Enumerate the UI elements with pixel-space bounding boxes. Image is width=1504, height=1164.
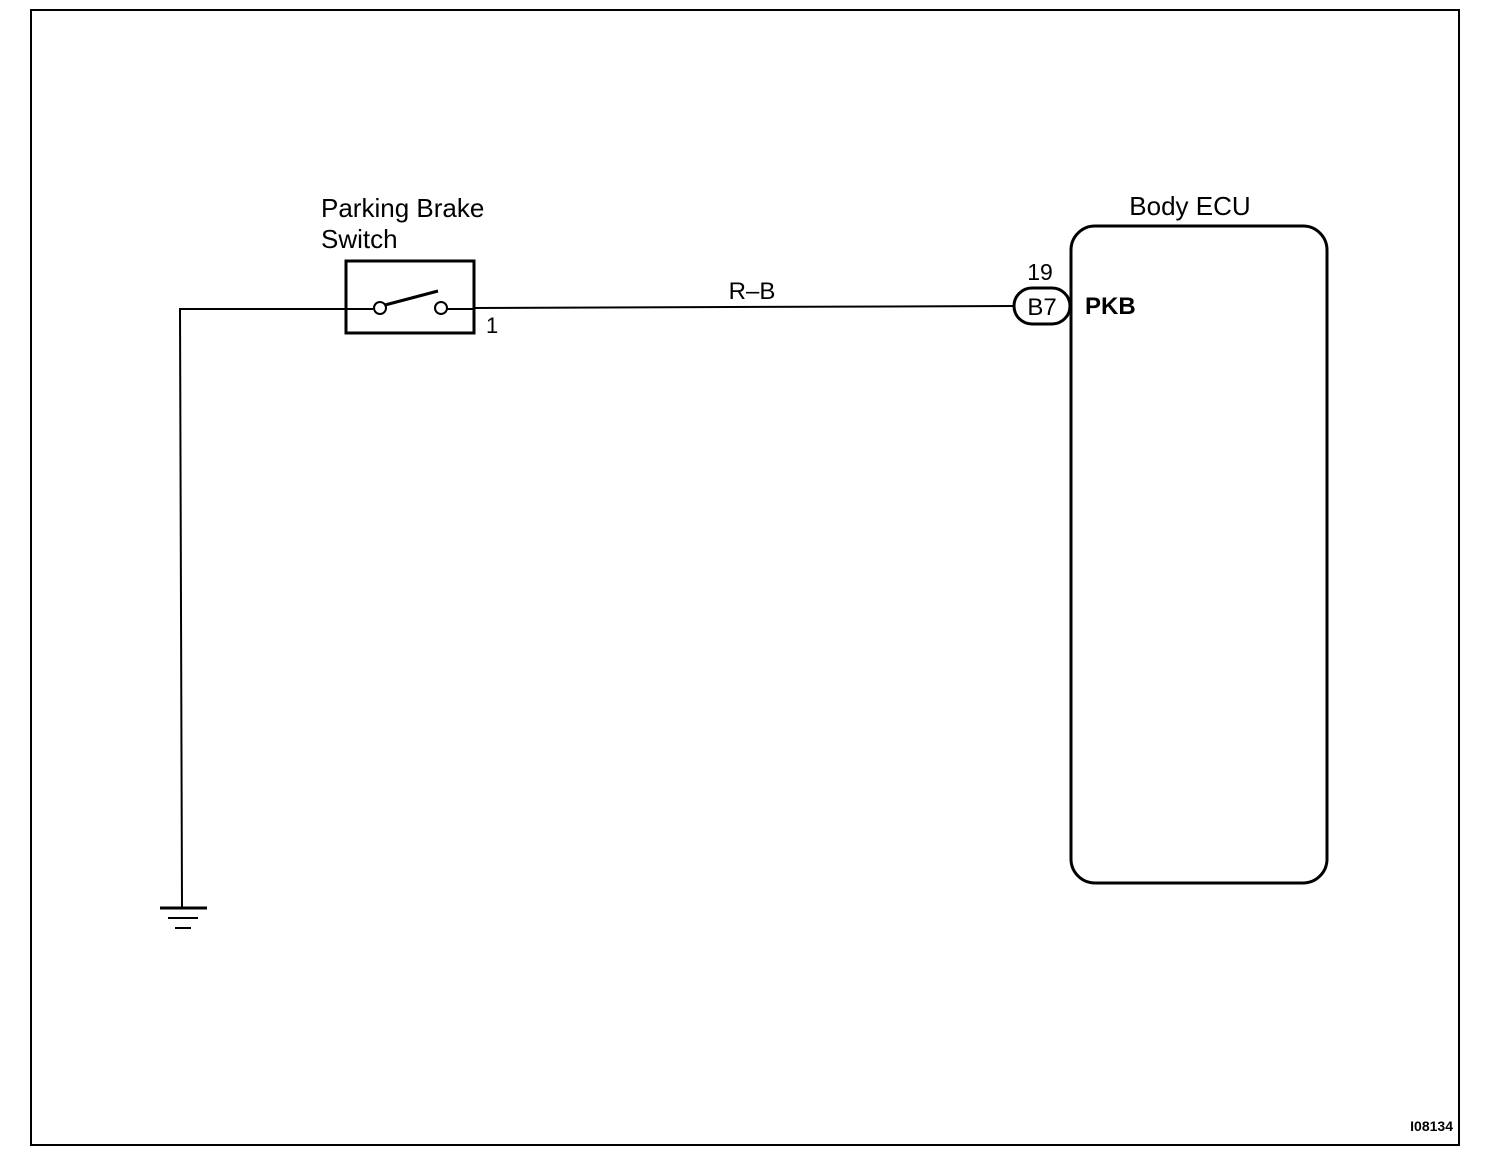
body-ecu-box (1069, 224, 1329, 885)
ground-wire (178, 308, 350, 908)
switch-name-line1: Parking Brake (321, 193, 484, 223)
signal-wire (473, 305, 1015, 309)
connector-id: B7 (1027, 294, 1056, 321)
connector-badge (1012, 286, 1072, 326)
ecu-terminal-label: PKB (1085, 293, 1136, 320)
ecu-name: Body ECU (1129, 191, 1250, 221)
switch-contact-right (434, 301, 448, 315)
connector-pin-number: 19 (1027, 259, 1053, 285)
figure-id: I08134 (1410, 1118, 1453, 1134)
switch-pin-label: 1 (486, 313, 498, 338)
switch-blade (384, 289, 439, 307)
wire-color-label: R–B (729, 278, 776, 305)
switch-contact-left (373, 301, 387, 315)
parking-brake-switch (344, 259, 476, 335)
switch-name-line2: Switch (321, 224, 398, 254)
diagram-frame (30, 9, 1460, 1146)
ground-icon (160, 906, 207, 929)
